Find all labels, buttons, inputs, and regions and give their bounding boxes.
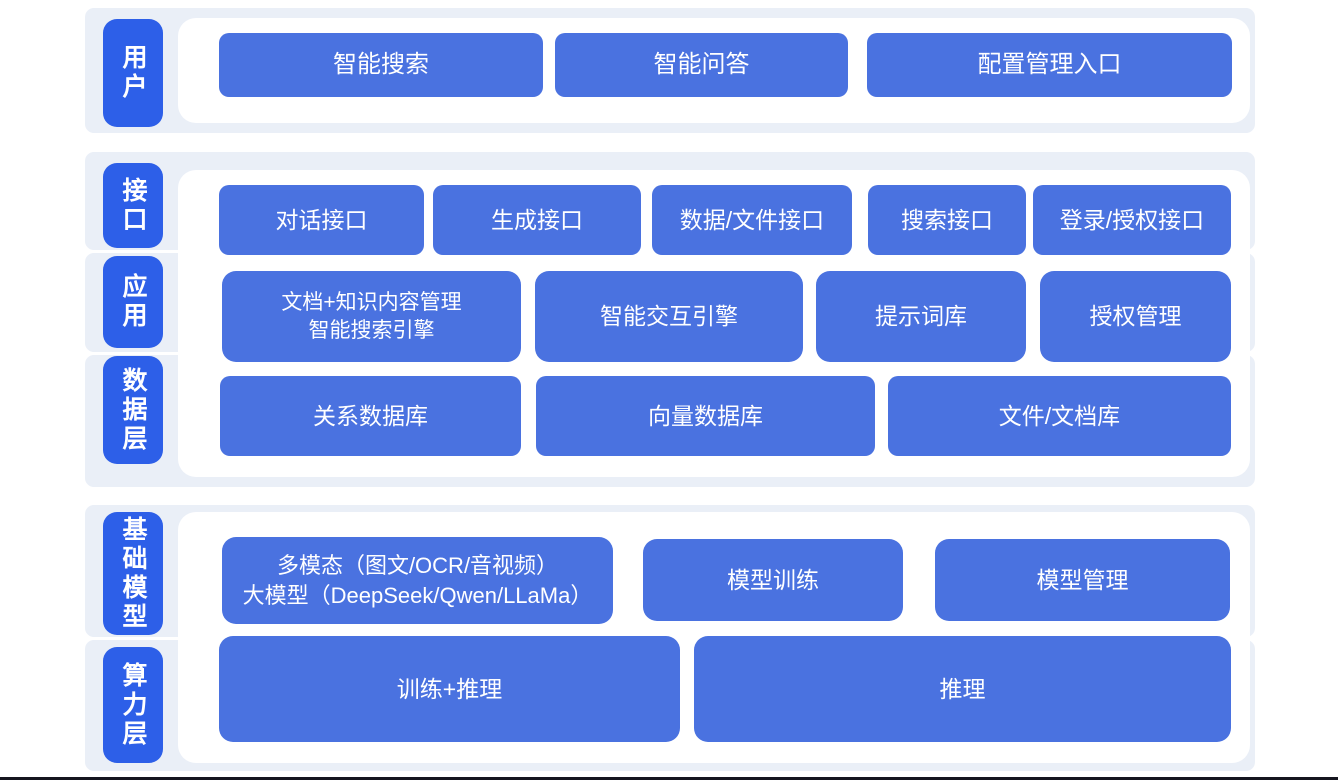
- interaction-engine-box: 智能交互引擎: [535, 271, 803, 362]
- data-layer-label: 数据层: [103, 356, 163, 464]
- vector-db-box: 向量数据库: [536, 376, 875, 456]
- training-inference-box: 训练+推理: [219, 636, 680, 742]
- doc-knowledge-line1: 文档+知识内容管理: [281, 290, 462, 314]
- login-auth-api-box: 登录/授权接口: [1033, 185, 1231, 255]
- multimodal-line2: 大模型（DeepSeek/Qwen/LLaMa）: [242, 582, 593, 608]
- application-layer-label: 应用: [103, 256, 163, 348]
- foundation-model-layer-label: 基础模型: [103, 512, 163, 635]
- model-training-box: 模型训练: [643, 539, 903, 621]
- doc-knowledge-search-engine-box: 文档+知识内容管理 智能搜索引擎: [222, 271, 521, 362]
- relational-db-box: 关系数据库: [220, 376, 521, 456]
- multimodal-llm-box: 多模态（图文/OCR/音视频） 大模型（DeepSeek/Qwen/LLaMa）: [222, 537, 613, 624]
- search-api-box: 搜索接口: [868, 185, 1026, 255]
- compute-layer-label: 算力层: [103, 647, 163, 763]
- smart-search-box: 智能搜索: [219, 33, 543, 97]
- config-entry-box: 配置管理入口: [867, 33, 1232, 97]
- model-management-box: 模型管理: [935, 539, 1230, 621]
- prompt-library-box: 提示词库: [816, 271, 1026, 362]
- smart-qa-box: 智能问答: [555, 33, 848, 97]
- generation-api-box: 生成接口: [433, 185, 641, 255]
- interface-layer-label: 接口: [103, 163, 163, 248]
- multimodal-line1: 多模态（图文/OCR/音视频）: [276, 553, 559, 579]
- auth-management-box: 授权管理: [1040, 271, 1231, 362]
- doc-knowledge-line2: 智能搜索引擎: [308, 318, 435, 342]
- dialog-api-box: 对话接口: [219, 185, 424, 255]
- user-layer-label: 用户: [103, 19, 163, 127]
- data-file-api-box: 数据/文件接口: [652, 185, 852, 255]
- footer-line: [0, 777, 1338, 780]
- inference-box: 推理: [694, 636, 1231, 742]
- file-doc-db-box: 文件/文档库: [888, 376, 1231, 456]
